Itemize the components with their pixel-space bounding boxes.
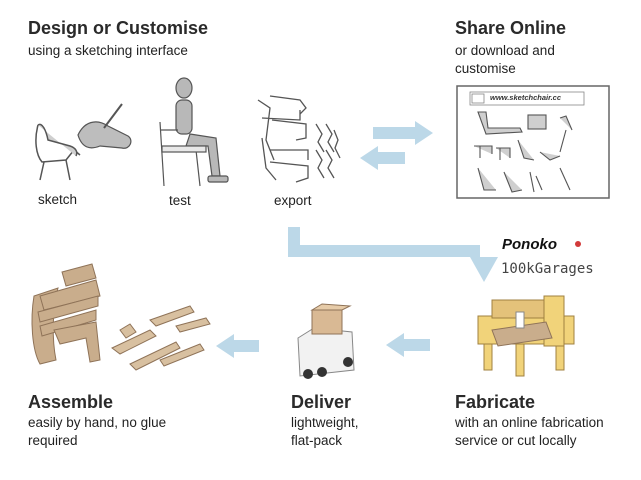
assembled-chair-illustration xyxy=(31,263,101,365)
share-sync-arrows xyxy=(360,121,433,170)
ponoko-logo-icon xyxy=(575,241,581,247)
fabricate-arrow xyxy=(288,227,498,282)
flatpack-parts-illustration xyxy=(111,305,211,371)
share-title: Share Online xyxy=(455,18,567,38)
website-url: www.sketchchair.cc xyxy=(490,93,562,102)
export-parts-illustration xyxy=(257,95,341,183)
fabricate-subtitle-line2: service or cut locally xyxy=(455,433,577,448)
deliver-subtitle-line2: flat-pack xyxy=(291,433,343,448)
assemble-subtitle-line1: easily by hand, no glue xyxy=(28,415,167,430)
share-subtitle-line2: customise xyxy=(455,61,516,76)
test-mannequin-illustration xyxy=(159,77,229,187)
website-screenshot xyxy=(456,85,610,199)
ponoko-logo: Ponoko xyxy=(502,236,557,253)
step-label-test: test xyxy=(169,193,191,208)
fabricator-machine-illustration xyxy=(477,295,575,377)
deliver-title: Deliver xyxy=(291,392,352,412)
share-subtitle-line1: or download and xyxy=(455,43,555,58)
step-label-export: export xyxy=(274,193,312,208)
sketch-chair-illustration xyxy=(35,123,81,181)
delivery-truck-illustration xyxy=(297,303,355,379)
deliver-subtitle-line1: lightweight, xyxy=(291,415,359,430)
assemble-subtitle-line2: required xyxy=(28,433,78,448)
assemble-title: Assemble xyxy=(28,392,114,412)
fabricate-subtitle-line1: with an online fabrication xyxy=(455,415,604,430)
step-label-sketch: sketch xyxy=(38,192,78,207)
design-title: Design or Customise xyxy=(28,18,209,38)
sketching-hand-icon xyxy=(77,103,132,149)
design-subtitle: using a sketching interface xyxy=(28,43,188,58)
fabricate-title: Fabricate xyxy=(455,392,536,412)
assemble-arrow xyxy=(216,334,259,358)
garages-logo: 100kGarages xyxy=(501,261,594,277)
deliver-arrow xyxy=(386,333,430,357)
